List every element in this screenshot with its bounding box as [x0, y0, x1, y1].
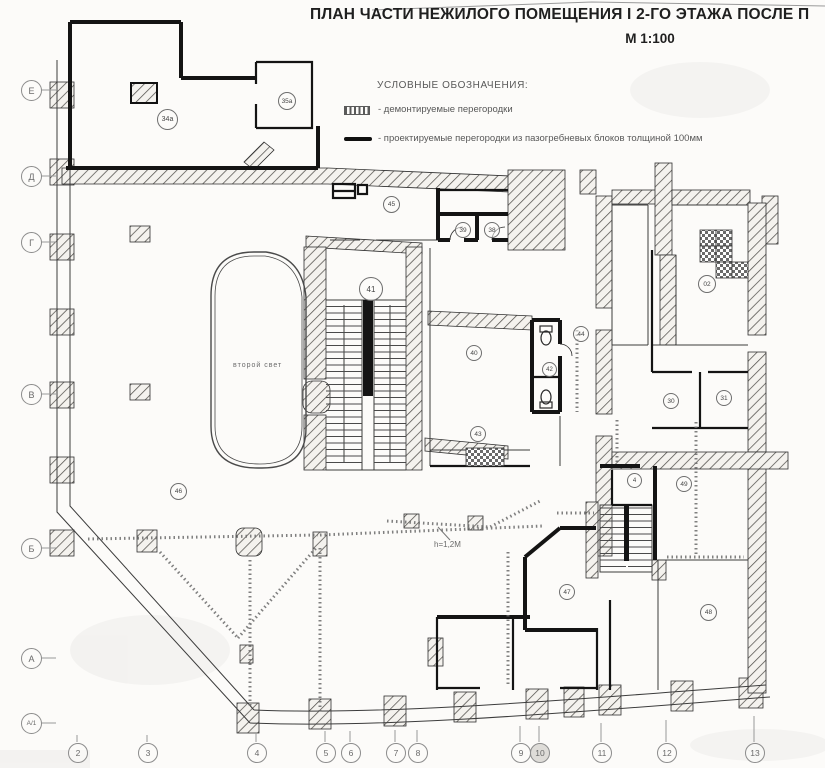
axis-col-13: 13	[745, 743, 765, 763]
room-47: 47	[559, 584, 575, 600]
axis-col-12: 12	[657, 743, 677, 763]
axis-row-e: Е	[21, 80, 42, 101]
axis-col-5: 5	[316, 743, 336, 763]
axis-col-4: 4	[247, 743, 267, 763]
projected-partitions	[66, 20, 657, 632]
room-35a: 35а	[278, 92, 296, 110]
room-48: 48	[700, 604, 717, 621]
paper-fold-line	[371, 1, 825, 11]
axis-col-10: 10	[530, 743, 550, 763]
room-31: 31	[716, 390, 732, 406]
drawing-title: ПЛАН ЧАСТИ НЕЖИЛОГО ПОМЕЩЕНИЯ I 2-ГО ЭТА…	[310, 6, 810, 23]
projected-partitions-light	[254, 60, 748, 690]
axis-col-8: 8	[408, 743, 428, 763]
room-42: 42	[542, 362, 557, 377]
room-39: 39	[455, 222, 471, 238]
room-4: 4	[627, 473, 642, 488]
room-30: 30	[663, 393, 679, 409]
parapet-height-label: h=1,2М	[434, 540, 461, 549]
demolished-partitions	[87, 330, 744, 712]
axis-col-9: 9	[511, 743, 531, 763]
projected-partition-swatch	[344, 137, 372, 141]
room-41: 41	[359, 277, 383, 301]
legend-heading: УСЛОВНЫЕ ОБОЗНАЧЕНИЯ:	[377, 80, 529, 91]
drawing-scale: М 1:100	[625, 31, 675, 46]
room-49: 49	[676, 476, 692, 492]
room-45: 45	[383, 196, 400, 213]
room-46: 46	[170, 483, 187, 500]
axis-col-6: 6	[341, 743, 361, 763]
second-light-label: второй свет	[233, 362, 283, 369]
existing-walls	[49, 81, 789, 734]
axis-row-d: Д	[21, 166, 42, 187]
axis-leaders	[41, 89, 755, 742]
second-light-outline	[210, 251, 307, 469]
axis-col-11: 11	[592, 743, 612, 763]
parapet-line	[386, 499, 541, 529]
axis-row-a: А	[21, 648, 42, 669]
legend-item-demolished: - демонтируемые перегородки	[378, 104, 513, 115]
axis-col-2: 2	[68, 743, 88, 763]
axis-row-b: Б	[21, 538, 42, 559]
room-44: 44	[573, 326, 589, 342]
stair-middle-wall	[363, 300, 373, 396]
axis-row-g: Г	[21, 232, 42, 253]
stairs	[326, 300, 652, 569]
axis-col-3: 3	[138, 743, 158, 763]
room-34a: 34а	[157, 109, 178, 130]
room-02: 02	[698, 275, 716, 293]
room-40: 40	[466, 345, 482, 361]
axis-row-a1: А/1	[21, 713, 42, 734]
axis-col-7: 7	[386, 743, 406, 763]
demolished-partition-swatch	[344, 106, 370, 115]
room-38: 38	[484, 222, 500, 238]
axis-row-v: В	[21, 384, 42, 405]
tile-shaft-blocks	[465, 229, 749, 467]
legend-item-projected: - проектируемые перегородки из пазогребн…	[378, 133, 703, 144]
room-43: 43	[470, 426, 486, 442]
